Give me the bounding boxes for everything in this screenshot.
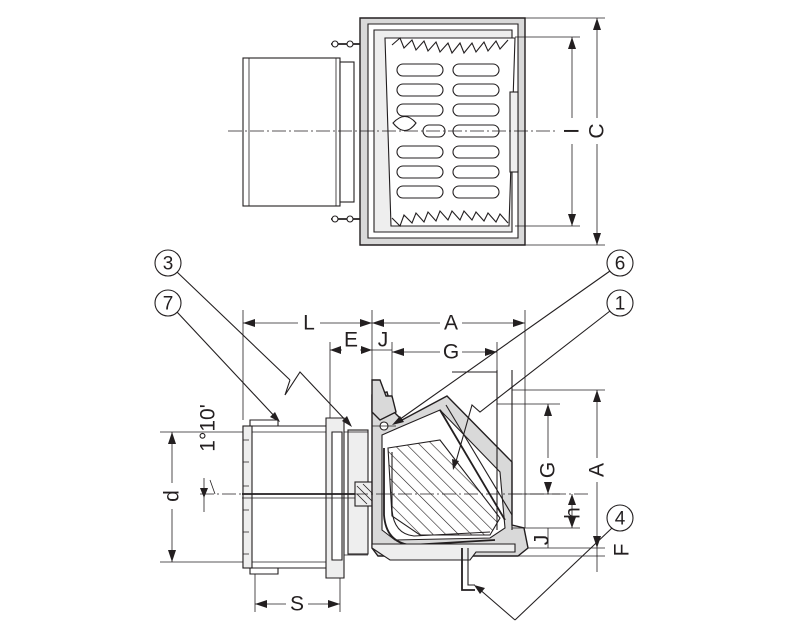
dimension-s-label: S	[290, 593, 304, 616]
dimension-angle-label: 1°10'	[197, 404, 220, 451]
dimension-angle: 1°10'	[197, 404, 220, 512]
callout-4-label: 4	[615, 509, 626, 530]
callout-3-label: 3	[163, 254, 174, 275]
dimension-i: I	[515, 36, 584, 227]
dimension-d-label: d	[161, 490, 184, 502]
top-view-outlet-pipe	[242, 57, 355, 207]
callout-7-label: 7	[163, 294, 174, 315]
callout-4: 4	[474, 504, 634, 621]
top-view: I C	[228, 17, 609, 246]
dimension-j-top-label: J	[378, 329, 389, 352]
top-view-bolts	[331, 40, 360, 223]
callout-3-circle	[154, 249, 182, 277]
dimension-a-vertical: A	[512, 389, 609, 549]
dimension-e: E	[329, 329, 372, 418]
dimension-h-label: h	[562, 507, 585, 519]
dimension-d: d	[160, 431, 243, 563]
callout-3: 3	[154, 249, 352, 427]
dimension-g-horizontal-label: G	[443, 341, 459, 364]
dimension-j-top: J	[372, 329, 393, 398]
callout-7: 7	[154, 289, 280, 422]
dimension-j-vertical-label: J	[531, 535, 554, 546]
section-body	[371, 370, 529, 591]
dimension-g-vertical: G	[497, 403, 560, 495]
dimension-a-horizontal-label: A	[444, 312, 458, 335]
callout-1: 1	[452, 289, 634, 470]
callout-6-label: 6	[615, 254, 626, 275]
dimension-a-vertical-label: A	[586, 463, 609, 477]
dimension-e-label: E	[344, 329, 358, 352]
dimension-h: h	[512, 494, 585, 529]
dimension-i-label: I	[561, 128, 584, 134]
dimension-g-horizontal: G	[392, 340, 498, 372]
dimension-s: S	[254, 574, 341, 616]
dimension-l: L	[242, 310, 373, 420]
dimension-f: F	[515, 544, 634, 572]
callout-7-circle	[154, 289, 182, 317]
callout-6-circle	[606, 249, 634, 277]
callout-4-circle	[606, 504, 634, 532]
callout-6: 6	[392, 249, 634, 425]
top-view-body	[359, 17, 526, 246]
dimension-a-horizontal: A	[372, 310, 526, 528]
section-view: L E J A	[154, 249, 634, 621]
callout-1-label: 1	[615, 294, 626, 315]
callout-1-circle	[606, 289, 634, 317]
dimension-c-label: C	[586, 123, 609, 138]
dimension-f-label: F	[611, 544, 634, 557]
dimension-j-vertical: J	[531, 528, 554, 548]
dimension-l-label: L	[303, 312, 315, 335]
dimension-g-vertical-label: G	[537, 462, 560, 478]
dimension-c: C	[525, 17, 609, 246]
